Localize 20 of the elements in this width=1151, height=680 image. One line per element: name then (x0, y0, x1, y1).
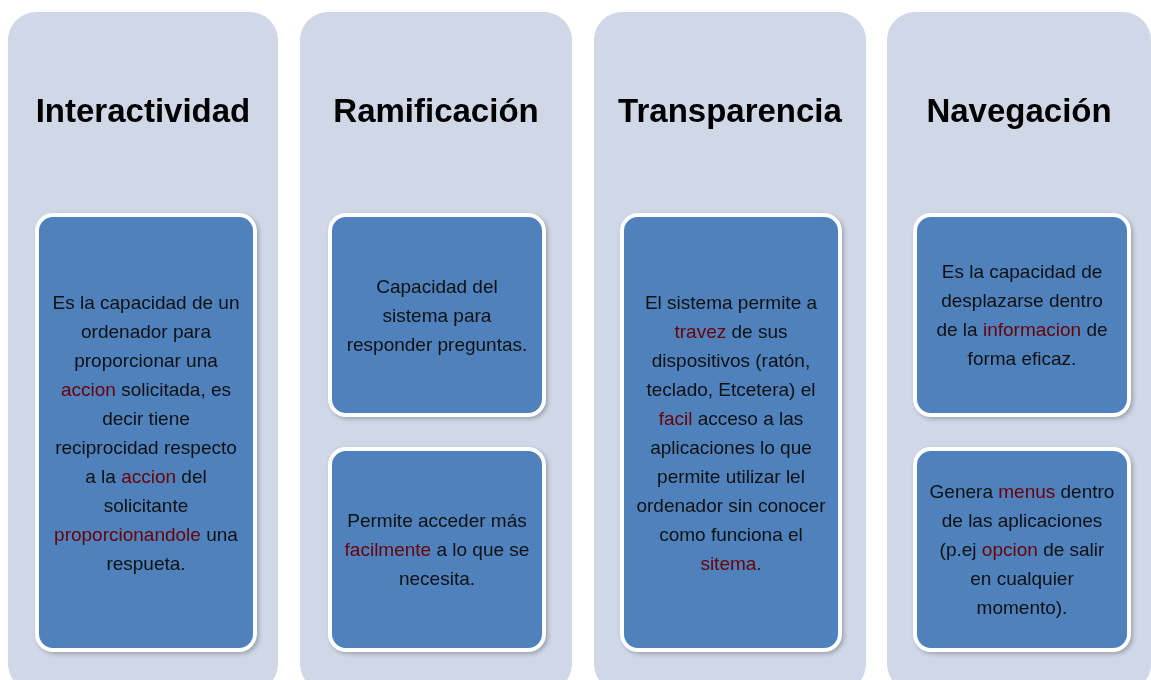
description-text: Es la capacidad de desplazarse dentro de la informacion de forma eficaz. (935, 260, 1109, 371)
column-heading: Transparencia (617, 91, 843, 131)
description-text: El sistema permite a travez de sus dispositivos (ratón, teclado, Etcetera) el facil acceso a las aplicaciones lo que permite utilizar lel ordenador sin conocer como funciona el sitema. (636, 290, 826, 576)
description-box (620, 213, 842, 652)
description-text: Permite acceder más facilmente a lo que se necesita. (344, 509, 530, 591)
description-box (35, 213, 257, 652)
description-text: Es la capacidad de un ordenador para proporcionar una accion solicitada, es decir tiene reciprocidad respecto a la accion del solicitante proporcionandole una respueta. (51, 290, 241, 576)
column-panel (887, 12, 1151, 680)
description-box (913, 213, 1131, 417)
column-panel (594, 12, 866, 680)
description-box (328, 213, 546, 417)
column-panel (300, 12, 572, 680)
description-text: Capacidad del sistema para responder preguntas. (345, 274, 529, 357)
column-heading: Interactividad (34, 91, 252, 131)
column-heading: Navegación (925, 91, 1113, 131)
column-panel (8, 12, 278, 680)
column-heading: Ramificación (332, 91, 540, 131)
description-text: Genera menus dentro de las aplicaciones (p.ej opcion de salir en cualquier momento). (929, 480, 1115, 620)
description-box (913, 447, 1131, 652)
description-box (328, 447, 546, 652)
